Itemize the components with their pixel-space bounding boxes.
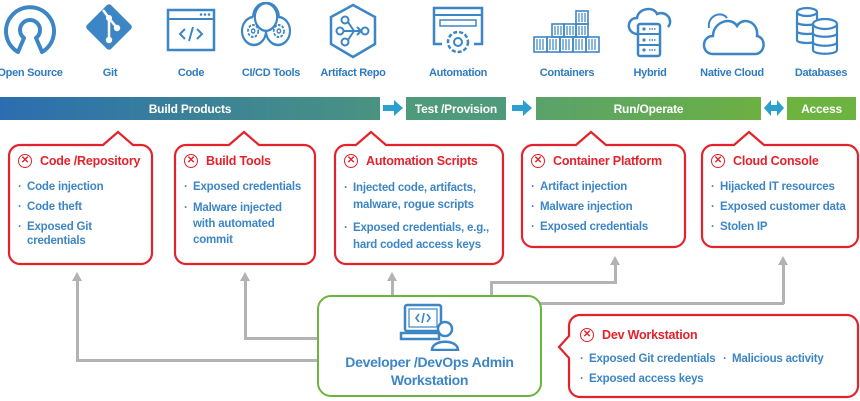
card-title-text: Automation Scripts — [366, 154, 478, 168]
risk-item: Hijacked IT resources — [711, 180, 846, 194]
risk-item: Exposed credentials — [531, 220, 648, 234]
card-title: ✕ Container Platform — [531, 154, 662, 168]
card-title-text: Build Tools — [206, 154, 271, 168]
cicd-gears-icon — [236, 1, 296, 60]
tool-label-containers: Containers — [539, 67, 595, 79]
stage-build-products: Build Products — [0, 97, 380, 120]
tool-label-databases: Databases — [794, 67, 848, 79]
stage-run-operate: Run/Operate — [536, 97, 761, 120]
connector-line — [490, 281, 493, 296]
risk-card-code-repository: ✕ Code /Repository Code injection Code th… — [7, 130, 154, 266]
risk-item: Artifact injection — [531, 180, 648, 194]
artifact-repo-icon — [323, 2, 383, 60]
stage-label: Build Products — [148, 101, 232, 116]
developer-workstation-box: Developer /DevOps Admin Workstation — [317, 295, 542, 397]
connector-line — [614, 264, 617, 283]
connector-line — [391, 280, 394, 296]
risk-card-build-tools: ✕ Build Tools Exposed credentials Malware… — [173, 130, 317, 266]
databases-icon — [791, 2, 851, 60]
connector-line — [244, 280, 247, 339]
risk-item: Exposed credentials, e.g., hard coded ac… — [344, 220, 503, 254]
risk-list: Injected code, artifacts, malware, rogue… — [344, 180, 503, 260]
error-x-icon: ✕ — [184, 154, 198, 168]
arrowhead-icon — [72, 272, 82, 281]
error-x-icon: ✕ — [18, 154, 32, 168]
connector-line — [540, 302, 784, 305]
card-title-text: Dev Workstation — [602, 328, 698, 342]
card-title: ✕ Dev Workstation — [580, 328, 698, 342]
risk-card-cloud-console: ✕ Cloud Console Hijacked IT resources Exp… — [700, 130, 860, 249]
arrowhead-icon — [387, 272, 397, 281]
developer-laptop-icon — [399, 303, 461, 352]
hybrid-cloud-server-icon — [620, 2, 680, 60]
risk-item: Exposed Git credentials — [18, 220, 117, 248]
automation-icon — [428, 2, 488, 60]
risk-item: Stolen IP — [711, 220, 846, 234]
risk-list: Malicious activity — [723, 352, 824, 372]
risk-item: Code injection — [18, 180, 117, 194]
risk-item: Exposed access keys — [580, 372, 715, 386]
tool-label-artifact-repo: Artifact Repo — [320, 67, 386, 79]
tool-label-cicd: CI/CD Tools — [241, 67, 301, 79]
tool-label-automation: Automation — [428, 67, 488, 79]
risk-item: Injected code, artifacts, malware, rogue… — [344, 180, 493, 214]
risk-item: Malware injected with automated commit — [184, 200, 303, 248]
error-x-icon: ✕ — [580, 328, 594, 342]
tool-label-native-cloud: Native Cloud — [700, 67, 764, 79]
error-x-icon: ✕ — [344, 154, 358, 168]
connector-line — [76, 280, 79, 361]
tool-label-open-source: Open Source — [0, 67, 63, 79]
error-x-icon: ✕ — [711, 154, 725, 168]
git-icon — [79, 2, 139, 60]
risk-item: Exposed credentials — [184, 180, 303, 194]
risk-item: Exposed customer data — [711, 200, 846, 214]
code-window-icon — [161, 2, 221, 60]
card-title-text: Cloud Console — [733, 154, 819, 168]
tool-label-hybrid: Hybrid — [633, 67, 667, 79]
card-title-text: Container Platform — [553, 154, 662, 168]
connector-line — [782, 264, 785, 304]
risk-item: Malicious activity — [723, 352, 824, 366]
open-source-icon — [0, 2, 60, 60]
cloud-icon — [697, 2, 767, 60]
risk-card-container-platform: ✕ Container Platform Artifact injection M… — [520, 130, 687, 249]
card-title: ✕ Cloud Console — [711, 154, 819, 168]
error-x-icon: ✕ — [531, 154, 545, 168]
risk-list: Code injection Code theft Exposed Git cr… — [18, 180, 117, 254]
risk-card-dev-workstation: ✕ Dev Workstation Exposed Git credentials… — [557, 313, 860, 399]
arrowhead-icon — [610, 256, 620, 265]
tool-label-code: Code — [177, 67, 205, 79]
connector-line — [490, 281, 617, 284]
right-arrow-icon — [512, 100, 532, 116]
workstation-title-line1: Developer /DevOps Admin — [345, 354, 514, 370]
card-title-text: Code /Repository — [40, 154, 141, 168]
stage-label: Access — [801, 101, 842, 116]
right-arrow-icon — [383, 100, 403, 116]
stage-label: Run/Operate — [613, 101, 684, 116]
risk-card-automation-scripts: ✕ Automation Scripts Injected code, artif… — [333, 130, 505, 266]
stage-access: Access — [787, 97, 856, 120]
risk-item: Exposed Git credentials — [580, 352, 716, 366]
card-title: ✕ Automation Scripts — [344, 154, 478, 168]
card-title: ✕ Code /Repository — [18, 154, 140, 168]
tool-label-git: Git — [102, 67, 118, 79]
workstation-title-line2: Workstation — [390, 372, 469, 388]
risk-list: Exposed credentials Malware injected wit… — [184, 180, 303, 254]
containers-icon — [532, 2, 602, 60]
connector-line — [244, 337, 318, 340]
risk-list: Hijacked IT resources Exposed customer d… — [711, 180, 846, 240]
arrowhead-icon — [240, 272, 250, 281]
risk-item: Code theft — [18, 200, 117, 214]
connector-line — [76, 359, 318, 362]
stage-test-provision: Test /Provision — [406, 97, 506, 120]
card-title: ✕ Build Tools — [184, 154, 271, 168]
arrowhead-icon — [778, 256, 788, 265]
risk-list: Exposed Git credentials Exposed access k… — [580, 352, 716, 392]
risk-list: Artifact injection Malware injection Exp… — [531, 180, 648, 240]
workstation-title: Developer /DevOps Admin Workstation — [319, 353, 540, 389]
risk-item: Malware injection — [531, 200, 648, 214]
bidirectional-arrow-icon — [764, 100, 784, 116]
stage-label: Test /Provision — [414, 101, 498, 116]
